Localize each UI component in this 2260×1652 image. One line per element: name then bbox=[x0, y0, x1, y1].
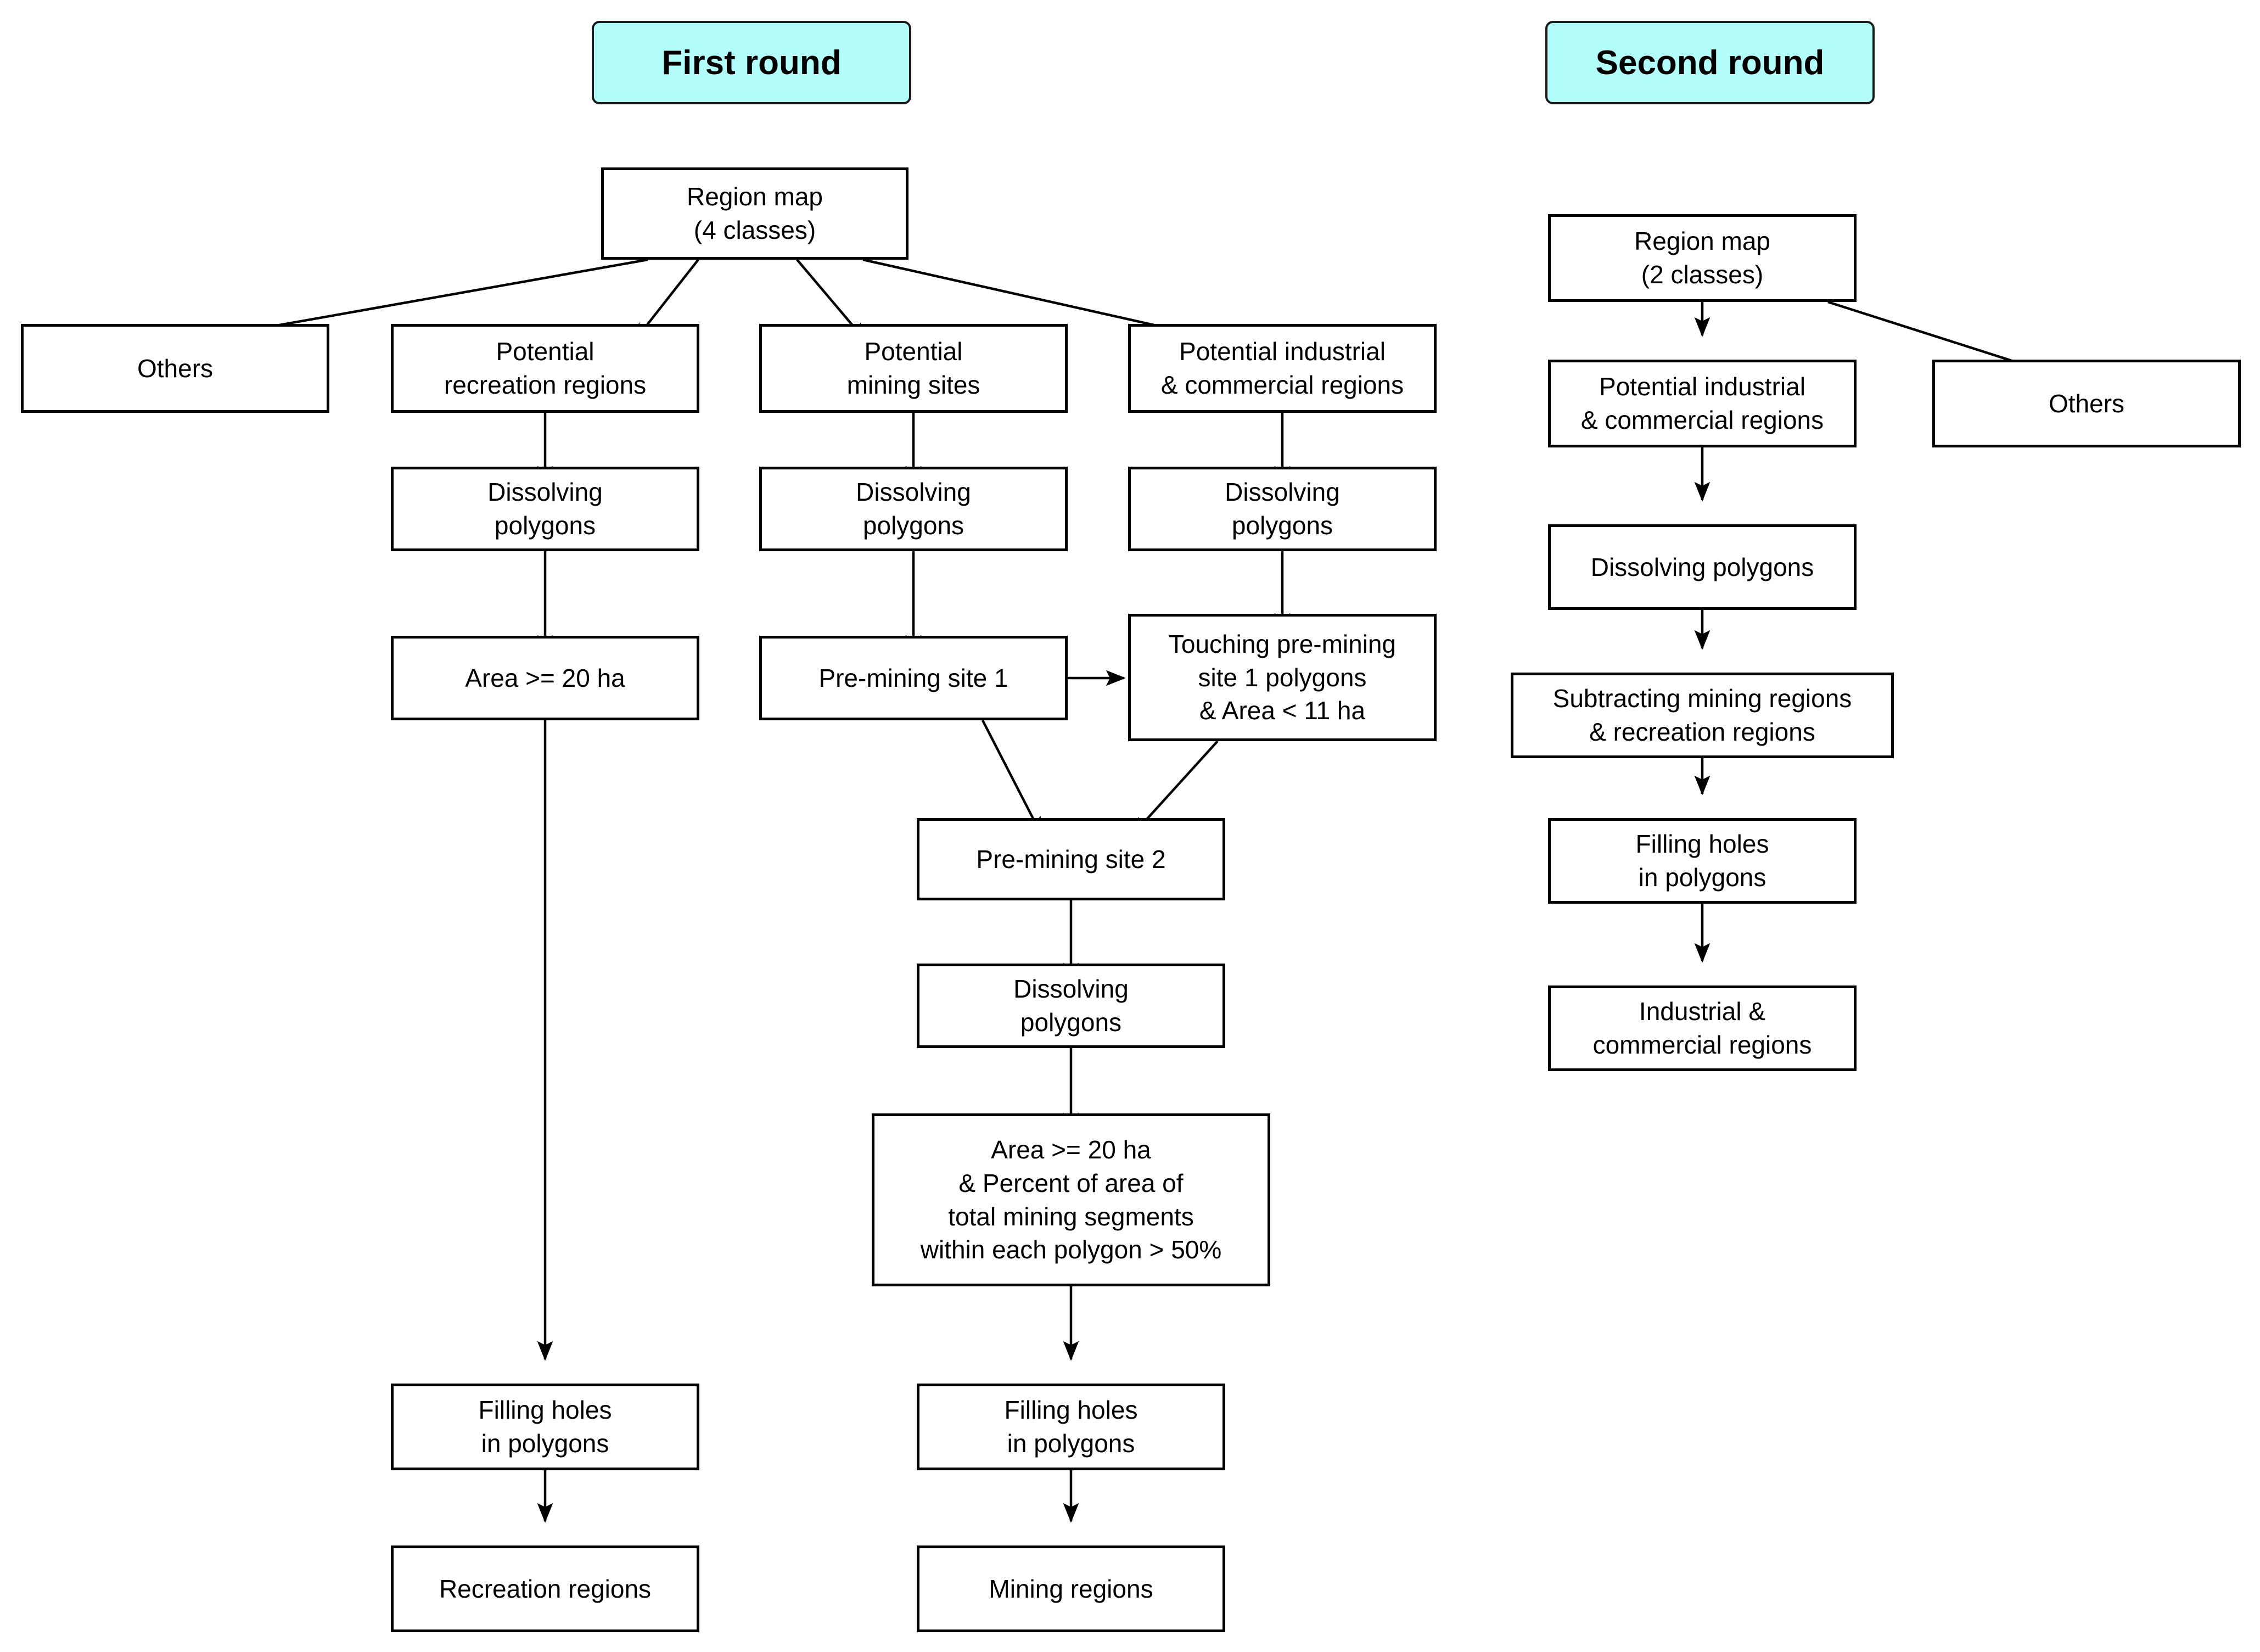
node-potential-industrial-commercial-regions-second[interactable]: Potential industrial & commercial region… bbox=[1548, 360, 1857, 447]
node-dissolving-polygons-pre-mining-2[interactable]: Dissolving polygons bbox=[917, 964, 1225, 1048]
node-mining-regions[interactable]: Mining regions bbox=[917, 1545, 1225, 1632]
node-pre-mining-site-1[interactable]: Pre-mining site 1 bbox=[759, 636, 1068, 720]
header-second-round: Second round bbox=[1545, 21, 1875, 104]
node-pre-mining-site-2[interactable]: Pre-mining site 2 bbox=[917, 818, 1225, 900]
node-potential-industrial-commercial-regions-first[interactable]: Potential industrial & commercial region… bbox=[1128, 324, 1437, 413]
node-others-second-round[interactable]: Others bbox=[1932, 360, 2241, 447]
node-area-and-percent-criteria[interactable]: Area >= 20 ha & Percent of area of total… bbox=[872, 1113, 1270, 1286]
header-first-round: First round bbox=[592, 21, 911, 104]
node-potential-recreation-regions[interactable]: Potential recreation regions bbox=[391, 324, 699, 413]
node-filling-holes-recreation[interactable]: Filling holes in polygons bbox=[391, 1384, 699, 1470]
node-industrial-commercial-regions[interactable]: Industrial & commercial regions bbox=[1548, 985, 1857, 1071]
node-potential-mining-sites[interactable]: Potential mining sites bbox=[759, 324, 1068, 413]
node-dissolving-polygons-second-round[interactable]: Dissolving polygons bbox=[1548, 524, 1857, 610]
node-touching-pre-mining-site-1-polygons[interactable]: Touching pre-mining site 1 polygons & Ar… bbox=[1128, 614, 1437, 741]
node-region-map-2-classes[interactable]: Region map (2 classes) bbox=[1548, 214, 1857, 302]
node-dissolving-polygons-mining[interactable]: Dissolving polygons bbox=[759, 467, 1068, 551]
node-region-map-4-classes[interactable]: Region map (4 classes) bbox=[601, 167, 909, 260]
node-others-first-round[interactable]: Others bbox=[21, 324, 329, 413]
header-first-round-label: First round bbox=[661, 43, 842, 82]
node-dissolving-polygons-industrial[interactable]: Dissolving polygons bbox=[1128, 467, 1437, 551]
node-recreation-regions[interactable]: Recreation regions bbox=[391, 1545, 699, 1632]
node-filling-holes-mining[interactable]: Filling holes in polygons bbox=[917, 1384, 1225, 1470]
node-dissolving-polygons-recreation[interactable]: Dissolving polygons bbox=[391, 467, 699, 551]
node-area-ge-20-ha-recreation[interactable]: Area >= 20 ha bbox=[391, 636, 699, 720]
node-filling-holes-second-round[interactable]: Filling holes in polygons bbox=[1548, 818, 1857, 904]
node-subtracting-mining-and-recreation-regions[interactable]: Subtracting mining regions & recreation … bbox=[1511, 673, 1894, 758]
header-second-round-label: Second round bbox=[1595, 43, 1825, 82]
